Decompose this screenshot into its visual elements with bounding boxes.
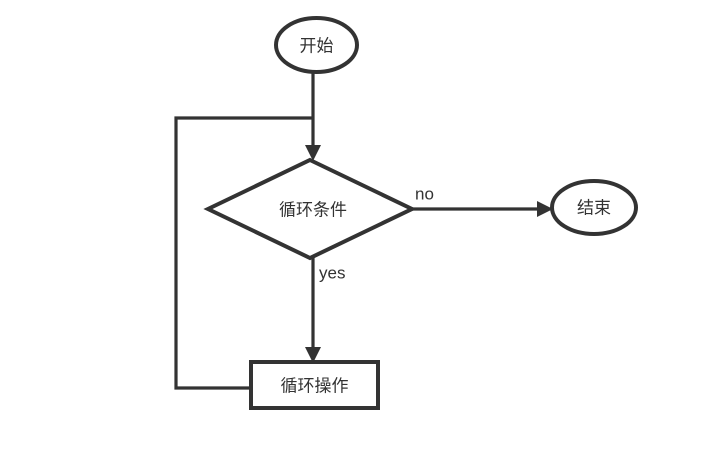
node-start-shape[interactable] <box>274 16 359 74</box>
node-end[interactable]: 结束 <box>550 179 638 236</box>
edge-label-no: no <box>415 185 434 204</box>
node-operation-shape[interactable] <box>249 360 380 410</box>
edge-condition-to-end <box>412 201 553 217</box>
edge-start-to-condition <box>305 72 321 161</box>
node-end-label: 结束 <box>577 199 611 218</box>
node-condition-shape[interactable] <box>203 157 417 261</box>
node-operation-label: 循环操作 <box>281 377 349 396</box>
node-operation[interactable]: 循环操作 <box>249 360 380 410</box>
edge-label-yes: yes <box>319 264 345 283</box>
node-condition[interactable]: 循环条件 <box>203 157 417 261</box>
edge-condition-to-operation <box>305 258 321 363</box>
edge-start-to-condition-arrowhead <box>305 145 321 161</box>
node-end-shape[interactable] <box>550 179 638 236</box>
node-condition-label: 循环条件 <box>279 201 347 220</box>
edge-operation-to-condition-line <box>174 116 313 390</box>
edge-operation-to-condition <box>174 116 313 390</box>
node-start-label: 开始 <box>300 37 334 56</box>
edge-condition-to-end-arrowhead <box>537 201 553 217</box>
edge-condition-to-operation-arrowhead <box>305 347 321 363</box>
node-start[interactable]: 开始 <box>274 16 359 74</box>
